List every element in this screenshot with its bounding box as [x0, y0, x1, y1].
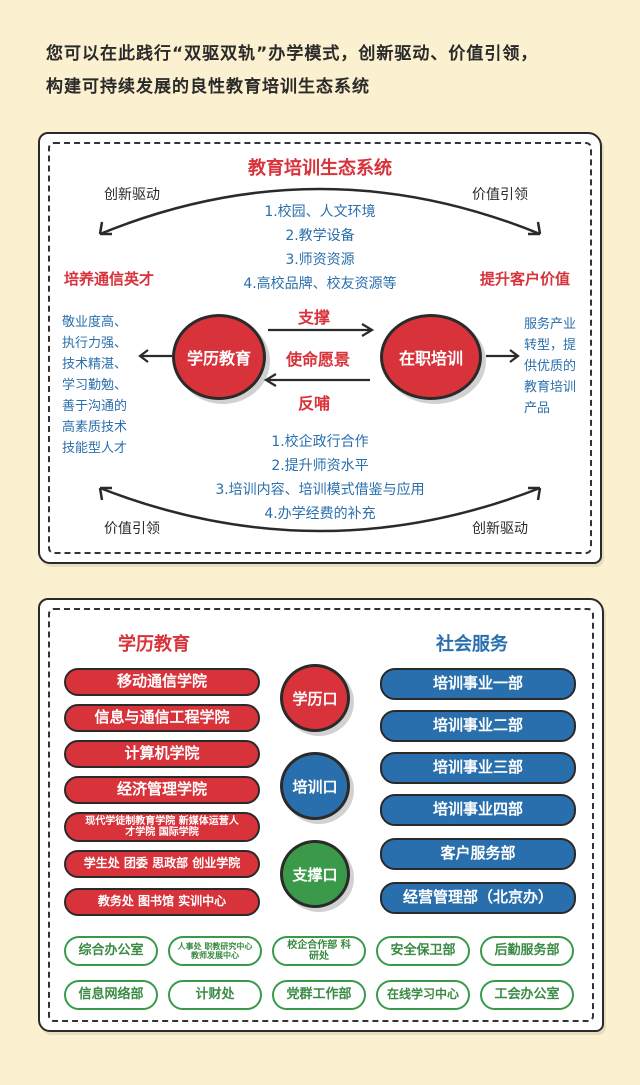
desc-line: 技能型人才 [62, 441, 128, 456]
right-side-arrow [486, 349, 520, 363]
support-label: 支撑 [298, 308, 331, 327]
desc-line: 执行力强、 [62, 336, 128, 351]
pill-info-network: 信息网络部 [64, 980, 158, 1010]
bubble-training-office: 培训口 [280, 752, 350, 820]
desc-line: 供优质的 [524, 359, 577, 374]
pill-security: 安全保卫部 [376, 936, 470, 966]
pill-academic-affairs: 教务处 图书馆 实训中心 [64, 888, 260, 916]
bottom-feedback-list: 1.校企政行合作 2.提升师资水平 3.培训内容、培训模式借鉴与应用 4.办学经… [140, 430, 500, 526]
intro-line-1: 您可以在此践行“双驱双轨”办学模式，创新驱动、价值引领， [46, 44, 539, 64]
left-description: 敬业度高、 执行力强、 技术精湛、 学习勤勉、 善于沟通的 高素质技术 技能型人… [62, 312, 127, 459]
ecosystem-card: 教育培训生态系统 创新驱动 价值引领 1.校园、人文环境 2.教学设备 3.师资… [38, 132, 602, 564]
pill-computer: 计算机学院 [64, 740, 260, 768]
education-heading: 学历教育 [118, 634, 190, 655]
support-arrow [268, 323, 375, 337]
education-bubble: 学历教育 [172, 314, 266, 400]
desc-line: 学习勤勉、 [62, 378, 128, 393]
pill-party-affairs: 党群工作部 [272, 980, 366, 1010]
top-arc-head-right [528, 221, 542, 236]
pill-customer-service: 客户服务部 [380, 838, 576, 870]
pill-cooperation-research: 校企合作部 科研处 [272, 936, 366, 966]
service-heading: 社会服务 [436, 634, 508, 655]
pill-training-dept-4: 培训事业四部 [380, 794, 576, 826]
right-heading: 提升客户价值 [480, 270, 571, 288]
pill-training-dept-2: 培训事业二部 [380, 710, 576, 742]
pill-hr-research: 人事处 职教研究中心 教师发展中心 [168, 936, 262, 966]
list-item: 1.校园、人文环境 [264, 204, 376, 220]
pill-training-dept-3: 培训事业三部 [380, 752, 576, 784]
bottom-arc-head-right [528, 486, 542, 501]
pill-modern-apprentice: 现代学徒制教育学院 新媒体运营人才学院 国际学院 [64, 812, 260, 842]
list-item: 4.高校品牌、校友资源等 [243, 276, 397, 292]
desc-line: 产品 [524, 401, 551, 416]
desc-line: 技术精湛、 [62, 357, 128, 372]
intro-line-2: 构建可持续发展的良性教育培训生态系统 [46, 77, 370, 97]
pill-general-office: 综合办公室 [64, 936, 158, 966]
list-item: 1.校企政行合作 [271, 434, 369, 450]
pill-operations-beijing: 经营管理部（北京办） [380, 882, 576, 914]
desc-line: 高素质技术 [62, 420, 128, 435]
list-item: 3.师资资源 [285, 252, 355, 268]
left-heading: 培养通信英才 [64, 270, 155, 288]
pill-economics: 经济管理学院 [64, 776, 260, 804]
pill-training-dept-1: 培训事业一部 [380, 668, 576, 700]
pill-student-affairs: 学生处 团委 思政部 创业学院 [64, 850, 260, 878]
bottom-left-label: 价值引领 [104, 521, 160, 537]
desc-line: 服务产业 [524, 317, 577, 332]
desc-line: 转型，提 [524, 338, 577, 353]
list-item: 2.教学设备 [285, 228, 355, 244]
pill-logistics: 后勤服务部 [480, 936, 574, 966]
pill-online-learning: 在线学习中心 [376, 980, 470, 1010]
intro-text: 您可以在此践行“双驱双轨”办学模式，创新驱动、价值引领， 构建可持续发展的良性教… [46, 38, 626, 104]
top-right-label: 价值引领 [472, 187, 528, 203]
ecosystem-title: 教育培训生态系统 [248, 158, 392, 179]
feedback-label: 反哺 [298, 394, 331, 413]
bubble-education-office: 学历口 [280, 664, 350, 732]
right-description: 服务产业 转型，提 供优质的 教育培训 产品 [524, 314, 576, 419]
training-bubble: 在职培训 [380, 314, 482, 400]
dashed-border [48, 142, 592, 554]
ecosystem-arrows [98, 187, 542, 533]
list-item: 4.办学经费的补充 [264, 506, 376, 522]
left-side-arrow [138, 349, 172, 363]
feedback-arrow [263, 373, 370, 387]
bubble-support-office: 支撑口 [280, 840, 350, 908]
bottom-arc-head-left [98, 486, 112, 501]
pill-finance: 计财处 [168, 980, 262, 1010]
desc-line: 善于沟通的 [62, 399, 128, 414]
list-item: 2.提升师资水平 [271, 458, 369, 474]
bottom-right-label: 创新驱动 [472, 521, 528, 537]
top-arc-arrow [99, 187, 541, 236]
pill-info-comm: 信息与通信工程学院 [64, 704, 260, 732]
dashed-border [48, 608, 594, 1022]
desc-line: 教育培训 [524, 380, 577, 395]
pill-union-office: 工会办公室 [480, 980, 574, 1010]
top-left-label: 创新驱动 [104, 187, 160, 203]
organization-card: 学历教育 社会服务 移动通信学院 信息与通信工程学院 计算机学院 经济管理学院 … [38, 598, 604, 1032]
top-resource-list: 1.校园、人文环境 2.教学设备 3.师资资源 4.高校品牌、校友资源等 [160, 200, 480, 296]
list-item: 3.培训内容、培训模式借鉴与应用 [215, 482, 425, 498]
pill-mobile-comm: 移动通信学院 [64, 668, 260, 696]
top-arc-head-left [98, 221, 112, 236]
bottom-arc-arrow [99, 486, 541, 533]
desc-line: 敬业度高、 [62, 315, 128, 330]
mission-label: 使命愿景 [286, 350, 351, 369]
